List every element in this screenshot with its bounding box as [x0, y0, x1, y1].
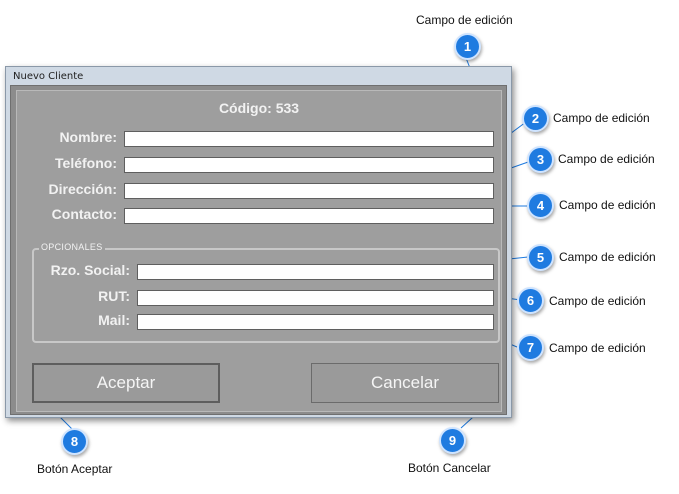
form-panel: Código: 533 Nombre: Teléfono: Dirección:…	[16, 90, 502, 412]
annotation-badge-7: 7	[517, 334, 544, 361]
client-code-title: Código: 533	[218, 100, 300, 116]
annotation-label-3: Campo de edición	[558, 152, 655, 166]
optional-group: OPCIONALES Rzo. Social: RUT: Mail:	[32, 242, 500, 343]
contact-label: Contacto:	[51, 206, 117, 222]
optional-group-legend: OPCIONALES	[39, 242, 105, 252]
annotation-label-2: Campo de edición	[553, 111, 650, 125]
window-title: Nuevo Cliente	[13, 71, 84, 82]
address-input[interactable]	[124, 183, 494, 199]
new-client-window: Nuevo Cliente Código: 533 Nombre: Teléfo…	[5, 66, 512, 418]
mail-label: Mail:	[98, 312, 130, 328]
contact-input[interactable]	[124, 208, 494, 224]
name-label: Nombre:	[59, 129, 117, 145]
annotation-label-9: Botón Cancelar	[408, 461, 491, 475]
annotation-badge-3: 3	[527, 146, 554, 173]
annotation-badge-6: 6	[517, 287, 544, 314]
annotation-badge-1: 1	[454, 33, 481, 60]
phone-input[interactable]	[124, 157, 494, 173]
business-name-input[interactable]	[137, 264, 494, 280]
rut-label: RUT:	[98, 288, 130, 304]
phone-label: Teléfono:	[55, 155, 117, 171]
business-name-label: Rzo. Social:	[50, 262, 130, 278]
annotation-label-4: Campo de edición	[559, 198, 656, 212]
annotation-badge-8: 8	[61, 428, 88, 455]
annotation-label-5: Campo de edición	[559, 250, 656, 264]
cancel-button[interactable]: Cancelar	[311, 363, 499, 403]
annotation-badge-9: 9	[439, 427, 466, 454]
annotation-label-1: Campo de edición	[416, 13, 513, 27]
address-label: Dirección:	[48, 181, 117, 197]
mail-input[interactable]	[137, 314, 494, 330]
name-input[interactable]	[124, 131, 494, 147]
annotation-label-7: Campo de edición	[549, 341, 646, 355]
annotation-label-6: Campo de edición	[549, 294, 646, 308]
annotation-badge-4: 4	[527, 192, 554, 219]
rut-input[interactable]	[137, 290, 494, 306]
window-client-area: Código: 533 Nombre: Teléfono: Dirección:…	[10, 85, 507, 415]
annotation-badge-2: 2	[522, 105, 549, 132]
annotation-label-8: Botón Aceptar	[37, 462, 113, 476]
accept-button[interactable]: Aceptar	[32, 363, 220, 403]
annotation-badge-5: 5	[527, 244, 554, 271]
